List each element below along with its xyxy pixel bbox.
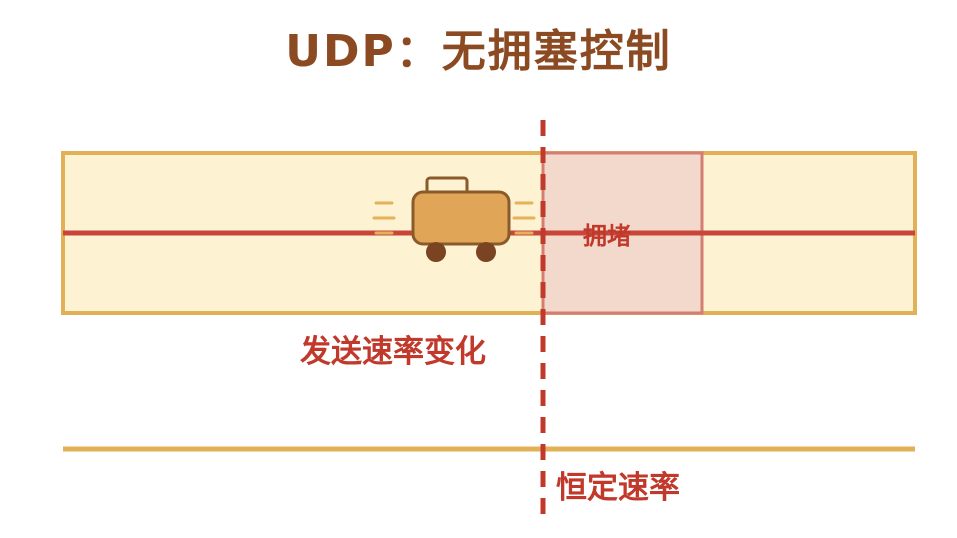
vehicle-icon (372, 176, 536, 262)
page-title: UDP：无拥塞控制 (285, 26, 672, 77)
constant-rate-label: 恒定速率 (556, 470, 680, 506)
rate-change-label: 发送速率变化 (300, 334, 486, 370)
congestion-label: 拥堵 (583, 222, 631, 250)
